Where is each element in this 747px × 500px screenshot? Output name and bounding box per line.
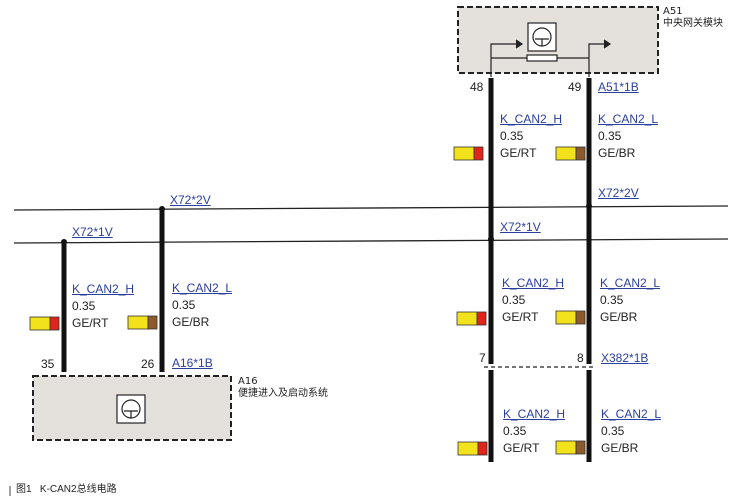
pin-a16-h: 35 (41, 357, 55, 371)
wire-color-l: GE/BR (600, 310, 638, 324)
wire-size: 0.35 (500, 129, 524, 143)
swatch-ge-br (555, 310, 586, 325)
figure-title: K-CAN2总线电路 (39, 484, 117, 495)
a51-name-label: 中央网关模块 (663, 18, 723, 29)
connector-x72-2v-right: X72*2V (598, 186, 639, 200)
connector-a16-1b: A16*1B (172, 356, 213, 370)
pin-x382-l: 8 (577, 351, 584, 365)
a51-internal-circuit (490, 22, 612, 77)
a16-code-label: A16 (238, 376, 258, 387)
wire-color-h: GE/RT (503, 441, 540, 455)
a51-code-label: A51 (663, 6, 683, 17)
pin-x382-h: 7 (479, 351, 486, 365)
swatch-ge-rt (29, 316, 60, 331)
bus-line-x72-2v (13, 205, 729, 211)
pin-a51-l: 49 (568, 80, 582, 94)
pin-a16-l: 26 (141, 357, 155, 371)
wire-color-l: GE/BR (601, 441, 639, 455)
wire-name-h: K_CAN2_H (500, 112, 563, 126)
wire-name-h: K_CAN2_H (72, 282, 135, 296)
wire-name-h: K_CAN2_H (502, 276, 565, 290)
wire-size: 0.35 (172, 298, 196, 312)
wire-name-l: K_CAN2_L (601, 407, 662, 421)
wire-name-l: K_CAN2_L (598, 112, 659, 126)
a16-name-label: 便捷进入及启动系统 (238, 388, 328, 399)
figure-caption: 图1 K-CAN2总线电路 (16, 484, 117, 496)
a16-internal-circuit (116, 394, 146, 424)
connector-x72-1v-left: X72*1V (72, 225, 113, 239)
a51-module-box (457, 6, 659, 74)
pin-a51-h: 48 (470, 80, 484, 94)
wire-name-l: K_CAN2_L (600, 276, 661, 290)
wire-color-h: GE/RT (72, 316, 109, 330)
swatch-ge-rt (457, 441, 488, 456)
connector-x72-1v-right: X72*1V (500, 220, 541, 234)
wire-size: 0.35 (600, 293, 624, 307)
wire-color-l: GE/BR (172, 315, 210, 329)
color-swatches (29, 146, 586, 456)
wire-name-h: K_CAN2_H (503, 407, 566, 421)
wire-size: 0.35 (503, 424, 527, 438)
wire-size: 0.35 (598, 129, 622, 143)
wire-name-l: K_CAN2_L (172, 281, 233, 295)
connector-x382-1b: X382*1B (601, 351, 649, 365)
swatch-ge-br (555, 440, 586, 455)
bus-line-x72-1v (13, 238, 729, 244)
connector-x72-2v-left: X72*2V (170, 193, 211, 207)
swatch-ge-rt (453, 146, 484, 161)
swatch-ge-br (555, 146, 586, 161)
connector-a51-1b: A51*1B (598, 80, 639, 94)
wire-color-l: GE/BR (598, 146, 636, 160)
wire-color-h: GE/RT (500, 146, 537, 160)
wire-size: 0.35 (502, 293, 526, 307)
swatch-ge-rt (456, 311, 487, 326)
swatch-ge-br (127, 315, 158, 330)
splice-points (61, 203, 592, 245)
wire-color-h: GE/RT (502, 310, 539, 324)
wire-size: 0.35 (601, 424, 625, 438)
wire-size: 0.35 (72, 299, 96, 313)
figure-number: 图1 (16, 484, 32, 495)
